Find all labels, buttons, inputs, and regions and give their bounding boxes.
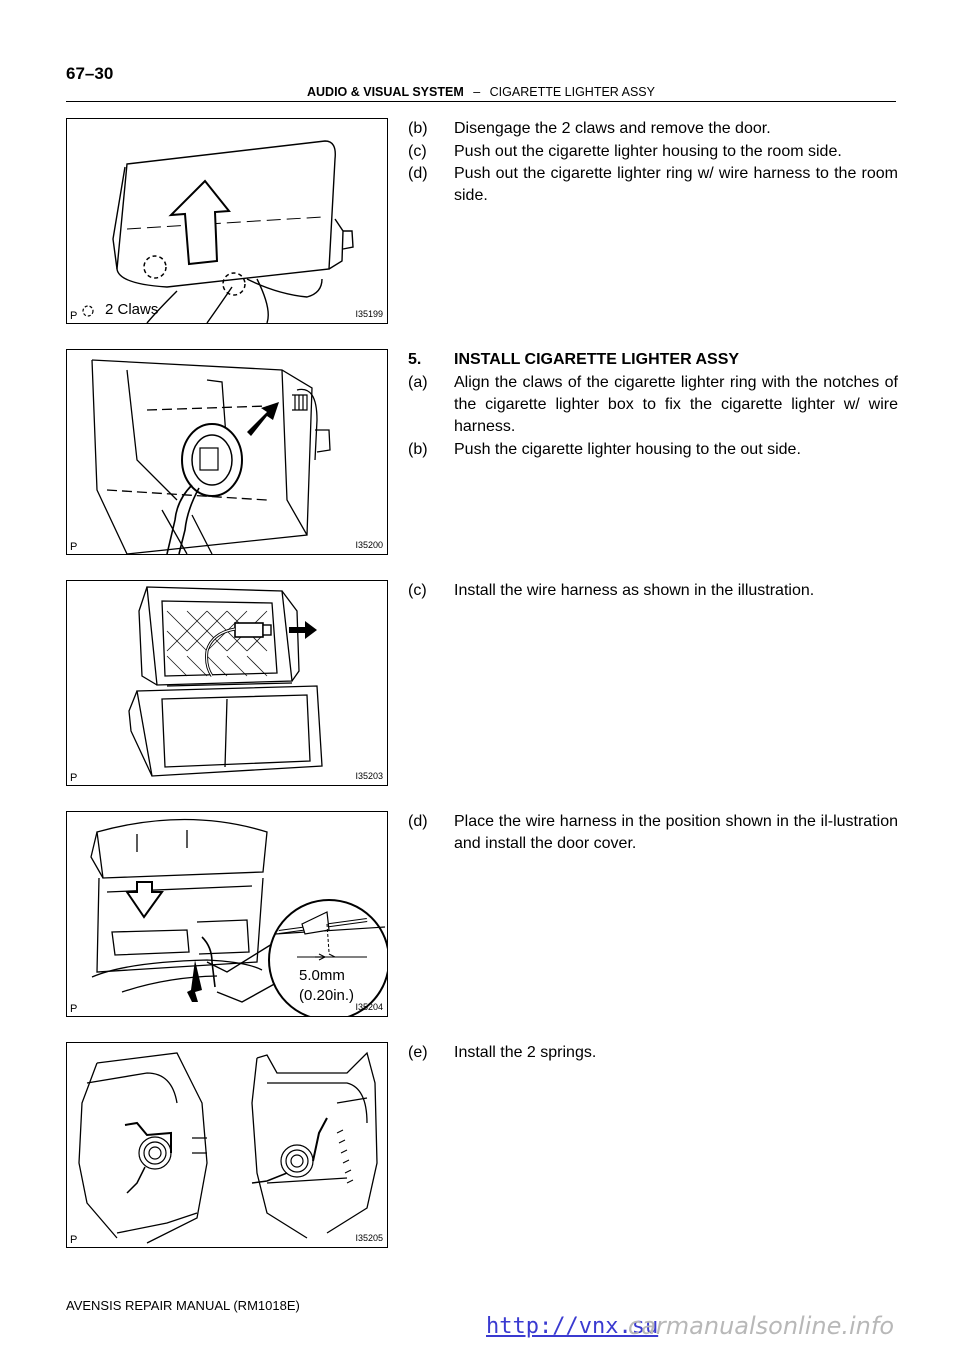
page-number: 67–30 xyxy=(66,64,114,83)
step-text: Install the 2 springs. xyxy=(454,1044,597,1061)
step-text: Place the wire harness in the position s… xyxy=(454,813,898,852)
header-separator: – xyxy=(473,85,481,99)
step-label: 5. xyxy=(408,351,422,368)
step-d-push-ring: (d) Push out the cigarette lighter ring … xyxy=(408,163,898,207)
figure-p-mark: P xyxy=(70,772,78,784)
dimension-label: 5.0mm (0.20in.) xyxy=(299,966,354,1006)
step-d-place-harness: (d) Place the wire harness in the positi… xyxy=(408,811,898,855)
watermark-site: carmanualsonline.info xyxy=(628,1312,895,1340)
figure-lighter-ring: P I35200 xyxy=(66,349,388,555)
step-text: Push out the cigarette lighter housing t… xyxy=(454,143,842,160)
step-label: (b) xyxy=(408,120,428,137)
step-c-push-housing: (c) Push out the cigarette lighter housi… xyxy=(408,141,898,163)
subsection-title: CIGARETTE LIGHTER ASSY xyxy=(489,85,655,99)
watermark-link[interactable]: http://vnx.su xyxy=(486,1314,659,1339)
step-text: Push the cigarette lighter housing to th… xyxy=(454,441,801,458)
springs-illustration xyxy=(78,1051,378,1244)
step-text: Push out the cigarette lighter ring w/ w… xyxy=(454,165,898,204)
section-title: AUDIO & VISUAL SYSTEM xyxy=(307,85,464,99)
step-label: (d) xyxy=(408,813,428,830)
figure-wire-harness-install: P I35203 xyxy=(66,580,388,786)
door-claws-illustration xyxy=(82,140,354,323)
figure-id: I35204 xyxy=(355,1002,383,1012)
claws-label: 2 Claws xyxy=(105,301,159,318)
footer-manual-title: AVENSIS REPAIR MANUAL (RM1018E) xyxy=(66,1298,300,1313)
header-rule xyxy=(66,101,896,102)
lighter-ring-illustration xyxy=(91,359,331,554)
figure-id: I35205 xyxy=(355,1233,383,1243)
step-e-install-springs: (e) Install the 2 springs. xyxy=(408,1042,898,1064)
step-a-align-claws: (a) Align the claws of the cigarette lig… xyxy=(408,372,898,438)
figure-id: I35199 xyxy=(355,309,383,319)
figure-harness-position: 5.0mm (0.20in.) P I35204 xyxy=(66,811,388,1017)
step-b-push-out-side: (b) Push the cigarette lighter housing t… xyxy=(408,439,898,461)
step-label: (e) xyxy=(408,1044,428,1061)
harness-position-illustration xyxy=(90,818,387,1016)
figure-p-mark: P xyxy=(70,1003,78,1015)
figure-id: I35203 xyxy=(355,771,383,781)
page-header: AUDIO & VISUAL SYSTEM – CIGARETTE LIGHTE… xyxy=(66,85,896,99)
section-heading-install: 5. INSTALL CIGARETTE LIGHTER ASSY xyxy=(408,349,898,371)
dimension-value: 5.0mm xyxy=(299,967,345,984)
wire-harness-illustration xyxy=(128,586,323,777)
step-text: Align the claws of the cigarette lighter… xyxy=(454,374,898,435)
step-text: INSTALL CIGARETTE LIGHTER ASSY xyxy=(454,351,740,368)
step-label: (a) xyxy=(408,374,428,391)
step-label: (d) xyxy=(408,165,428,182)
step-label: (c) xyxy=(408,582,427,599)
step-label: (c) xyxy=(408,143,427,160)
dimension-alt: (0.20in.) xyxy=(299,987,355,1004)
figure-id: I35200 xyxy=(355,540,383,550)
figure-p-mark: P xyxy=(70,310,78,322)
step-text: Install the wire harness as shown in the… xyxy=(454,582,815,599)
step-text: Disengage the 2 claws and remove the doo… xyxy=(454,120,771,137)
figure-p-mark: P xyxy=(70,541,78,553)
figure-p-mark: P xyxy=(70,1234,78,1246)
step-label: (b) xyxy=(408,441,428,458)
claw-legend-icon xyxy=(82,305,94,317)
step-c-install-harness: (c) Install the wire harness as shown in… xyxy=(408,580,898,602)
step-b-disengage: (b) Disengage the 2 claws and remove the… xyxy=(408,118,898,140)
figure-springs: P I35205 xyxy=(66,1042,388,1248)
figure-door-claws: 2 Claws P I35199 xyxy=(66,118,388,324)
